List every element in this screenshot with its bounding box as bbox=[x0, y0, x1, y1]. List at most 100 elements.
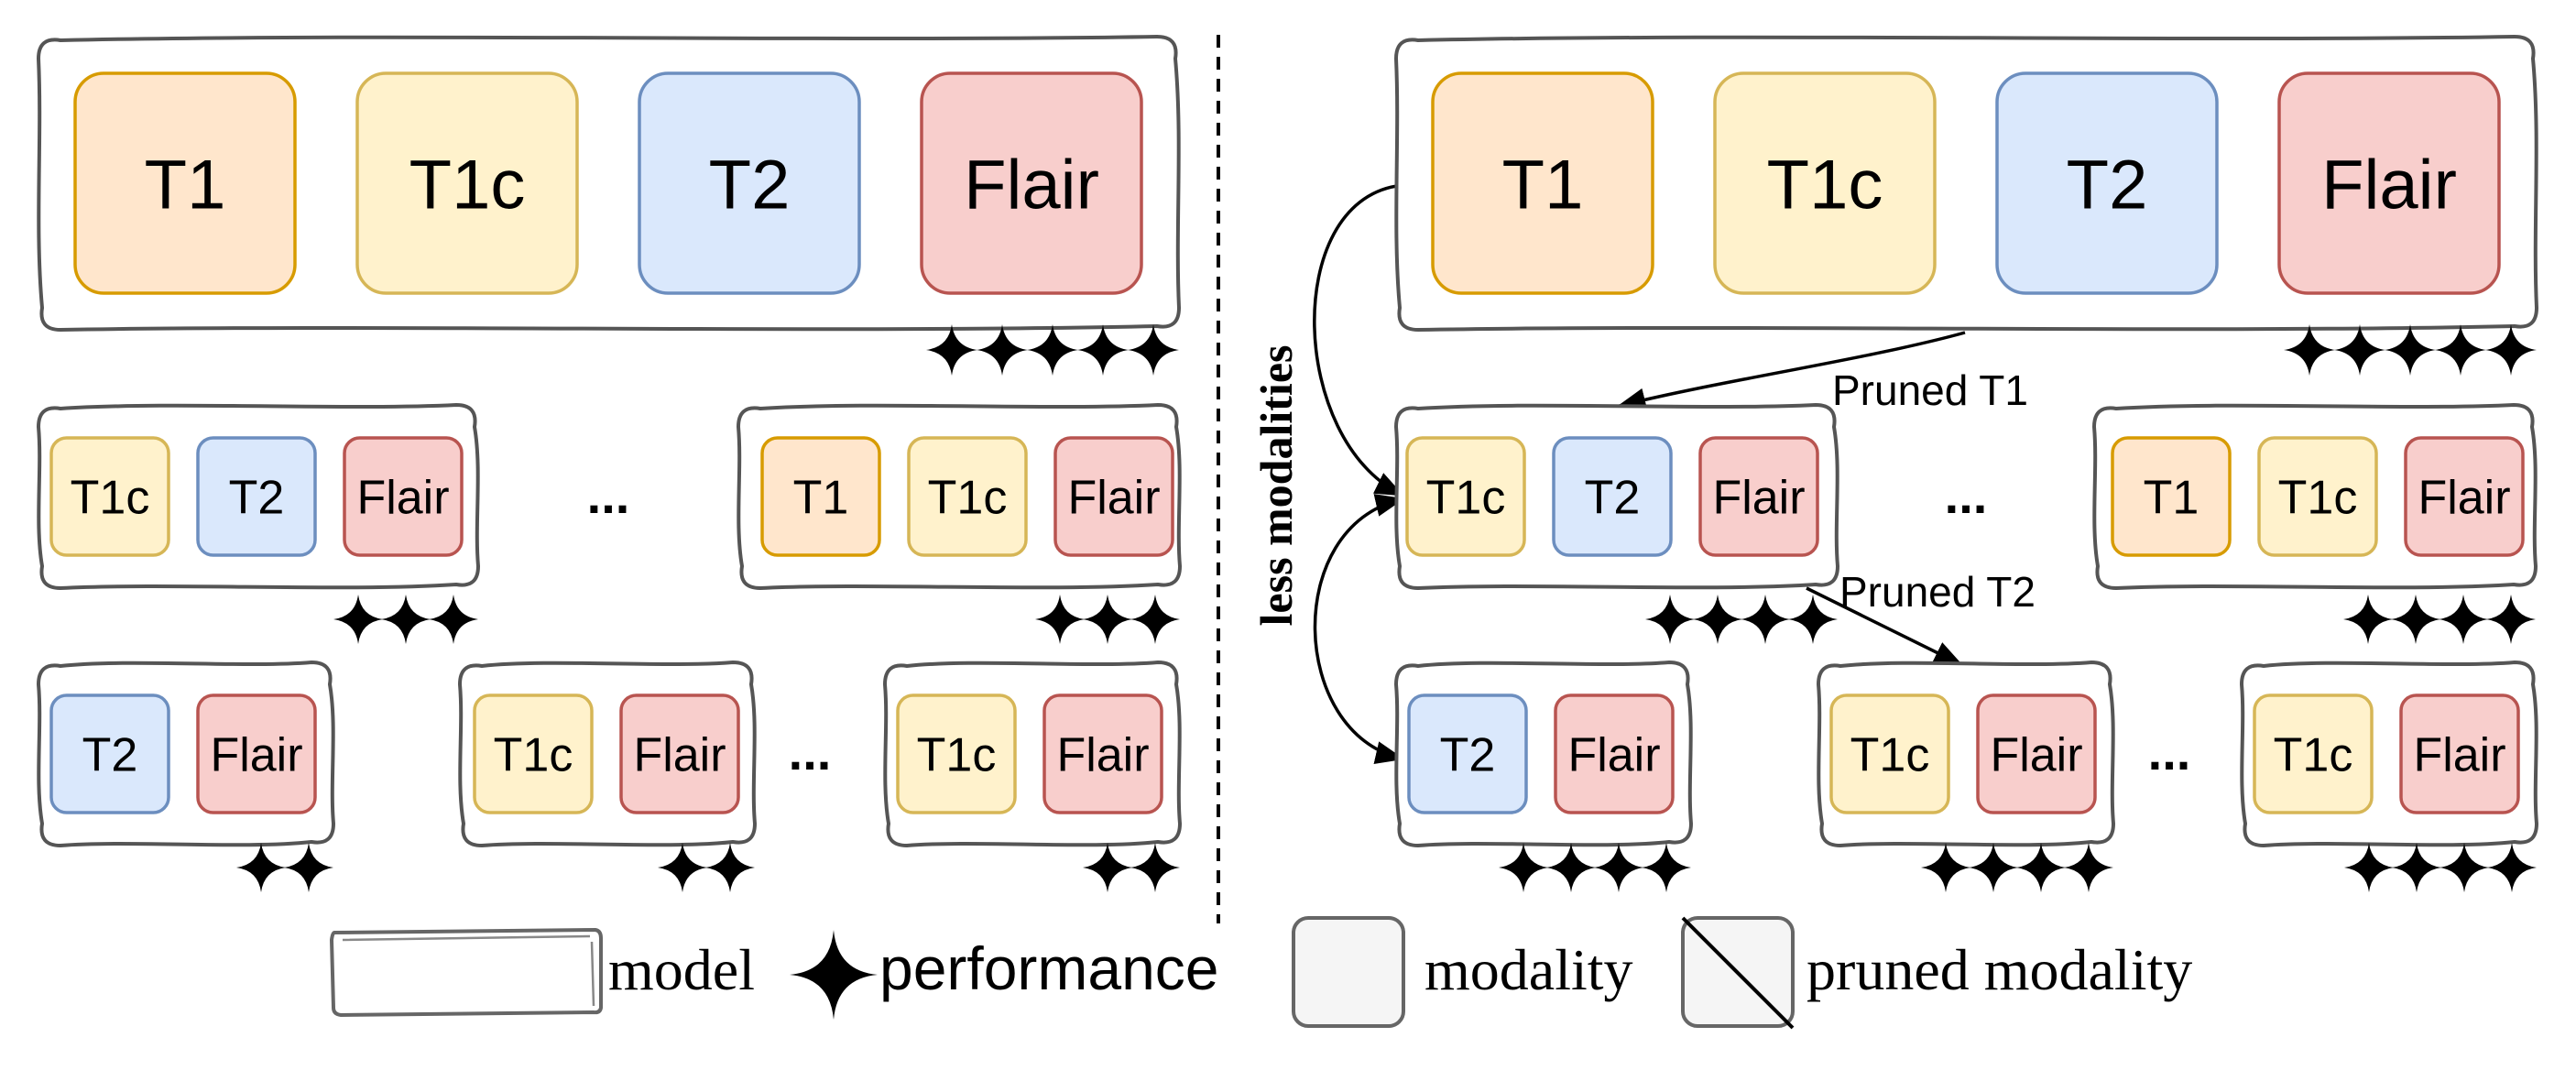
modality-tile-t2 bbox=[1552, 436, 1673, 557]
performance-star-icon bbox=[2064, 843, 2113, 892]
legend-model-label: model bbox=[608, 937, 755, 1002]
performance-star-icon bbox=[2440, 843, 2489, 892]
performance-star-icon bbox=[381, 595, 431, 644]
performance-star-icon bbox=[1499, 843, 1548, 892]
performance-star-icon bbox=[2435, 324, 2486, 376]
modality-label-t1c: T1c bbox=[1767, 146, 1883, 224]
modality-tile-flair bbox=[920, 71, 1143, 295]
ellipsis: ... bbox=[1945, 466, 1988, 524]
performance-star-icon bbox=[2344, 843, 2394, 892]
performance-star-icon bbox=[284, 843, 333, 892]
modality-tile-t1c bbox=[1405, 436, 1526, 557]
legend-performance-label: performance bbox=[879, 934, 1219, 1002]
modality-label-flair: Flair bbox=[210, 729, 302, 782]
performance-stars bbox=[1921, 843, 2113, 892]
performance-star-icon bbox=[1035, 595, 1085, 644]
performance-star-icon bbox=[1921, 843, 1970, 892]
performance-star-icon bbox=[2487, 843, 2537, 892]
performance-star-icon bbox=[2385, 324, 2436, 376]
modality-tile-flair bbox=[1976, 693, 2097, 814]
modality-label-flair: Flair bbox=[356, 472, 449, 525]
modality-label-flair: Flair bbox=[2418, 472, 2510, 525]
ellipsis: ... bbox=[587, 466, 630, 524]
performance-star-icon bbox=[2391, 595, 2440, 644]
modality-tile-t2 bbox=[1407, 693, 1528, 814]
modality-tile-t1c bbox=[1829, 693, 1950, 814]
performance-star-icon bbox=[2439, 595, 2488, 644]
modality-label-t1c: T1c bbox=[917, 729, 997, 782]
performance-star-icon bbox=[1645, 595, 1695, 644]
modality-tile-flair bbox=[1554, 693, 1675, 814]
modality-tile-t1c bbox=[907, 436, 1028, 557]
performance-star-icon bbox=[333, 595, 383, 644]
performance-star-icon bbox=[926, 324, 977, 376]
less-modalities-label: less modalities bbox=[1250, 345, 1302, 627]
modality-label-flair: Flair bbox=[633, 729, 726, 782]
modality-tile-t1c bbox=[2253, 693, 2374, 814]
modality-label-t1c: T1c bbox=[2278, 472, 2358, 525]
ellipsis: ... bbox=[2148, 723, 2191, 781]
modality-tile-flair bbox=[2404, 436, 2525, 557]
modality-tile-t1 bbox=[73, 71, 297, 295]
performance-star-icon bbox=[977, 324, 1028, 376]
modality-label-t1c: T1c bbox=[409, 146, 526, 224]
left-model-2-1: T1c Flair bbox=[457, 660, 758, 892]
modality-label-flair: Flair bbox=[1567, 729, 1660, 782]
performance-star-icon bbox=[658, 843, 707, 892]
modality-label-flair: Flair bbox=[964, 146, 1099, 224]
performance-star-icon bbox=[2392, 843, 2441, 892]
performance-star-icon bbox=[1642, 843, 1691, 892]
performance-star-icon bbox=[2486, 595, 2536, 644]
pruned-t2-label: Pruned T2 bbox=[1839, 568, 2036, 616]
performance-stars bbox=[2344, 843, 2537, 892]
legend-pruned-modality-label: pruned modality bbox=[1806, 937, 2192, 1002]
modality-tile-t1 bbox=[2111, 436, 2232, 557]
modality-tile-flair bbox=[343, 436, 464, 557]
modality-tile-flair bbox=[1698, 436, 1819, 557]
performance-stars bbox=[236, 843, 333, 892]
model-container bbox=[1393, 34, 2539, 333]
curved-arrow-to-row2 bbox=[1313, 184, 1404, 497]
modality-tile-t2 bbox=[1995, 71, 2219, 295]
performance-stars bbox=[926, 324, 1179, 376]
modality-label-t1c: T1c bbox=[494, 729, 573, 782]
modality-tile-flair bbox=[1053, 436, 1174, 557]
curved-arrow-to-row3 bbox=[1313, 494, 1405, 764]
modality-tile-t1c bbox=[2257, 436, 2378, 557]
performance-stars bbox=[2343, 595, 2536, 644]
modality-tile-t1c bbox=[49, 436, 170, 557]
performance-star-icon bbox=[1130, 595, 1180, 644]
ellipsis: ... bbox=[789, 723, 832, 781]
performance-stars bbox=[658, 843, 755, 892]
modality-label-t1c: T1c bbox=[71, 472, 150, 525]
legend-performance-icon bbox=[790, 930, 878, 1020]
modality-label-flair: Flair bbox=[2321, 146, 2457, 224]
performance-stars bbox=[1499, 843, 1691, 892]
model-container bbox=[36, 34, 1182, 333]
legend-model-swatch-inner bbox=[342, 934, 595, 1007]
performance-star-icon bbox=[2485, 324, 2537, 376]
pruned-t1-label: Pruned T1 bbox=[1832, 366, 2028, 414]
modality-label-t1c: T1c bbox=[928, 472, 1008, 525]
performance-star-icon bbox=[2334, 324, 2385, 376]
modality-tile-t1c bbox=[896, 693, 1017, 814]
performance-star-icon bbox=[236, 843, 286, 892]
modality-tile-t1 bbox=[1431, 71, 1654, 295]
modality-label-t1c: T1c bbox=[1426, 472, 1506, 525]
modality-label-flair: Flair bbox=[1990, 729, 2082, 782]
performance-stars bbox=[1083, 843, 1180, 892]
performance-stars bbox=[1645, 595, 1838, 644]
modality-label-t1c: T1c bbox=[1850, 729, 1930, 782]
performance-star-icon bbox=[2343, 595, 2393, 644]
modality-label-flair: Flair bbox=[1712, 472, 1805, 525]
modality-label-t1: T1 bbox=[145, 146, 226, 224]
performance-star-icon bbox=[1130, 843, 1180, 892]
modality-label-t2: T2 bbox=[1585, 472, 1641, 525]
performance-star-icon bbox=[1741, 595, 1790, 644]
modality-label-flair: Flair bbox=[2413, 729, 2505, 782]
modality-tile-flair bbox=[2399, 693, 2520, 814]
